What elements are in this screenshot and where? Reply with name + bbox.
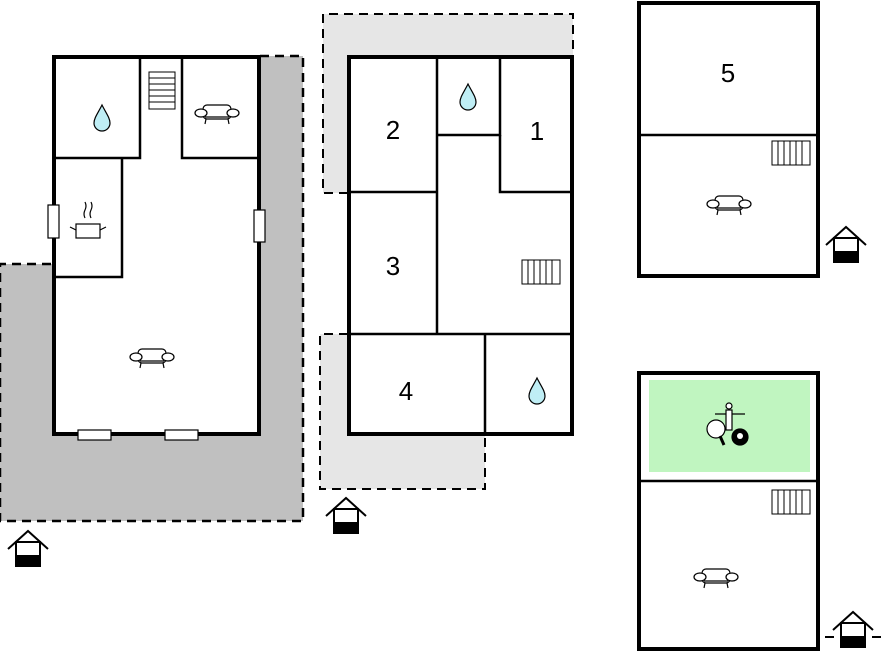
terrace-top-outline xyxy=(322,13,574,194)
windows xyxy=(47,204,266,441)
cooking-pot-icon xyxy=(69,201,107,239)
room-label-4: 4 xyxy=(399,376,413,406)
room-label-1: 1 xyxy=(530,116,544,146)
room-label-5: 5 xyxy=(721,58,735,88)
terrace-outline xyxy=(0,54,305,523)
stairs-icon xyxy=(148,71,176,110)
outer-wall xyxy=(637,1,820,278)
room-label-2: 2 xyxy=(386,115,400,145)
stairs-icon xyxy=(771,140,811,166)
entrance-icon xyxy=(7,530,49,567)
stairs-icon xyxy=(521,259,561,285)
terrace-bottom-outline xyxy=(319,333,486,490)
activity-room-icon xyxy=(706,402,749,446)
interior-walls xyxy=(349,56,573,435)
terrace-bottom xyxy=(320,334,485,489)
interior-walls xyxy=(54,56,260,279)
stairs-icon xyxy=(771,489,811,515)
terrace xyxy=(0,56,303,521)
plan-ground-floor xyxy=(0,54,305,567)
outer-wall xyxy=(52,55,261,436)
outer-wall xyxy=(347,55,574,436)
plan-annex-lower xyxy=(637,371,881,651)
entrance-icon xyxy=(825,611,881,648)
entrance-icon xyxy=(825,226,867,263)
plan-first-floor: 2 1 3 4 xyxy=(319,13,574,534)
entrance-icon xyxy=(325,497,367,534)
plan-annex-upper: 5 xyxy=(637,1,867,278)
room-label-3: 3 xyxy=(386,251,400,281)
